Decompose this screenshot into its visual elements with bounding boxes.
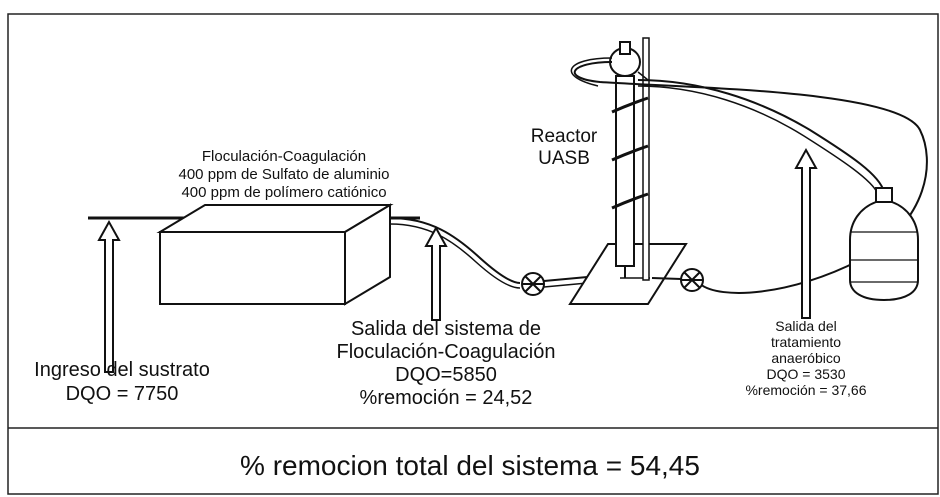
flocculation-tank	[156, 203, 394, 306]
floc-outlet-title-1: Salida del sistema de	[350, 318, 542, 340]
pipe-tank-to-pump1	[389, 217, 521, 284]
effluent-tube	[637, 79, 885, 193]
reactor-stand-base	[568, 243, 688, 305]
pump-1-icon	[521, 272, 545, 296]
reactor-label: Reactor UASB	[520, 126, 608, 170]
anaerobic-outlet-dqo: DQO = 3530	[766, 366, 846, 382]
flocculation-title: Floculación-Coagulación	[201, 148, 367, 165]
inlet-title: Ingreso del sustrato	[34, 359, 210, 381]
floc-outlet-label: Salida del sistema de Floculación-Coagul…	[300, 318, 592, 410]
floc-outlet-title-2: Floculación-Coagulación	[336, 341, 556, 363]
anaerobic-outlet-title-2: tratamiento	[770, 334, 842, 350]
flocculation-label: Floculación-Coagulación 400 ppm de Sulfa…	[150, 148, 418, 202]
collection-bottle	[849, 187, 919, 302]
anaerobic-outlet-arrow-icon	[794, 147, 818, 319]
reactor-stand-pole	[642, 37, 650, 281]
reactor-clamps	[611, 96, 649, 210]
floc-outlet-removal: %remoción = 24,52	[359, 387, 533, 409]
floc-outlet-arrow-icon	[424, 225, 448, 321]
inlet-label: Ingreso del sustrato DQO = 7750	[4, 358, 240, 406]
anaerobic-outlet-title-3: anaeróbico	[771, 350, 841, 366]
inlet-arrow-icon	[97, 219, 121, 373]
dose-aluminium-sulfate: 400 ppm de Sulfato de aluminio	[178, 166, 390, 183]
floc-outlet-dqo: DQO=5850	[395, 364, 497, 386]
anaerobic-outlet-removal: %remoción = 37,66	[745, 382, 867, 398]
diagram-border	[7, 13, 939, 495]
reactor-label-line-1: Reactor	[530, 126, 598, 147]
anaerobic-outlet-label: Salida del tratamiento anaeróbico DQO = …	[716, 318, 896, 398]
dose-cationic-polymer: 400 ppm de polímero catiónico	[181, 184, 387, 201]
pump-2-icon	[680, 268, 704, 292]
anaerobic-outlet-title-1: Salida del	[775, 318, 837, 334]
total-removal: % remocion total del sistema = 54,45	[240, 450, 700, 481]
reactor-label-line-2: UASB	[538, 148, 590, 169]
inlet-dqo: DQO = 7750	[65, 383, 179, 405]
uasb-reactor	[609, 41, 641, 278]
